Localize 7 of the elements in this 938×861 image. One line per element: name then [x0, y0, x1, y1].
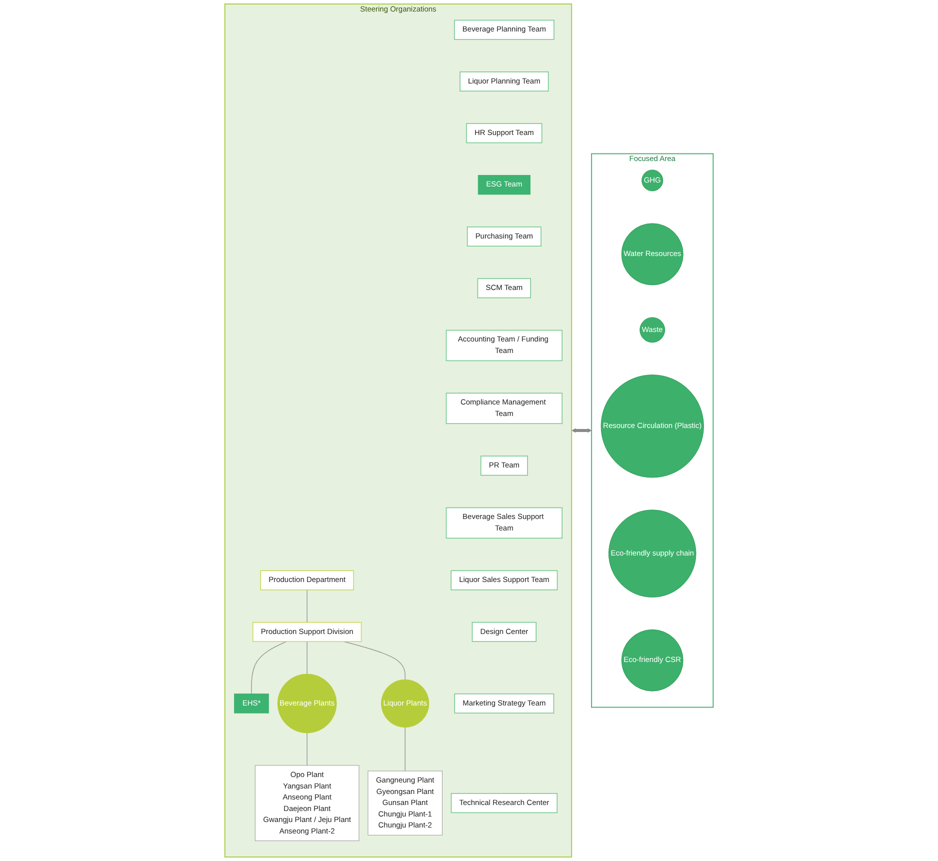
- arrow: [572, 428, 592, 433]
- connector: [306, 590, 308, 623]
- connector: [251, 641, 287, 694]
- connector: [306, 641, 308, 674]
- connector: [343, 641, 406, 680]
- connector: [404, 726, 406, 772]
- connector: [306, 732, 308, 766]
